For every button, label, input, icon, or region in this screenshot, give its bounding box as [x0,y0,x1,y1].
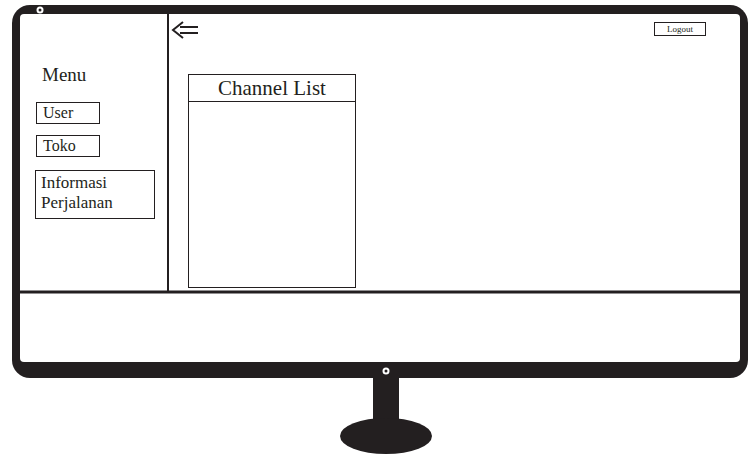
menu-button: Toko [36,135,100,157]
power-dot [383,368,390,375]
sidebar-divider [167,14,169,292]
menu-sidebar: MenuUserTokoInformasi Perjalanan [20,14,167,291]
power-dot-center [385,370,388,373]
monitor-screen [20,14,740,362]
channel-list-panel: Channel List [188,74,356,288]
menu-button: Informasi Perjalanan [35,170,155,219]
screen-divider [20,291,740,294]
camera-dot-center [39,9,42,12]
monitor-base [340,418,432,454]
button-label: Logout [659,24,701,34]
camera-dot [37,7,44,14]
panel-header: Channel List [189,75,355,102]
menu-heading: Menu [42,64,86,86]
logout-button: Logout [654,22,706,36]
back-arrow [173,22,198,38]
button-label: User [43,104,93,122]
button-label: Informasi Perjalanan [41,173,149,212]
monitor-frame [12,5,748,378]
button-label: Toko [43,137,93,155]
menu-button: User [36,102,100,124]
monitor-neck [373,377,399,423]
